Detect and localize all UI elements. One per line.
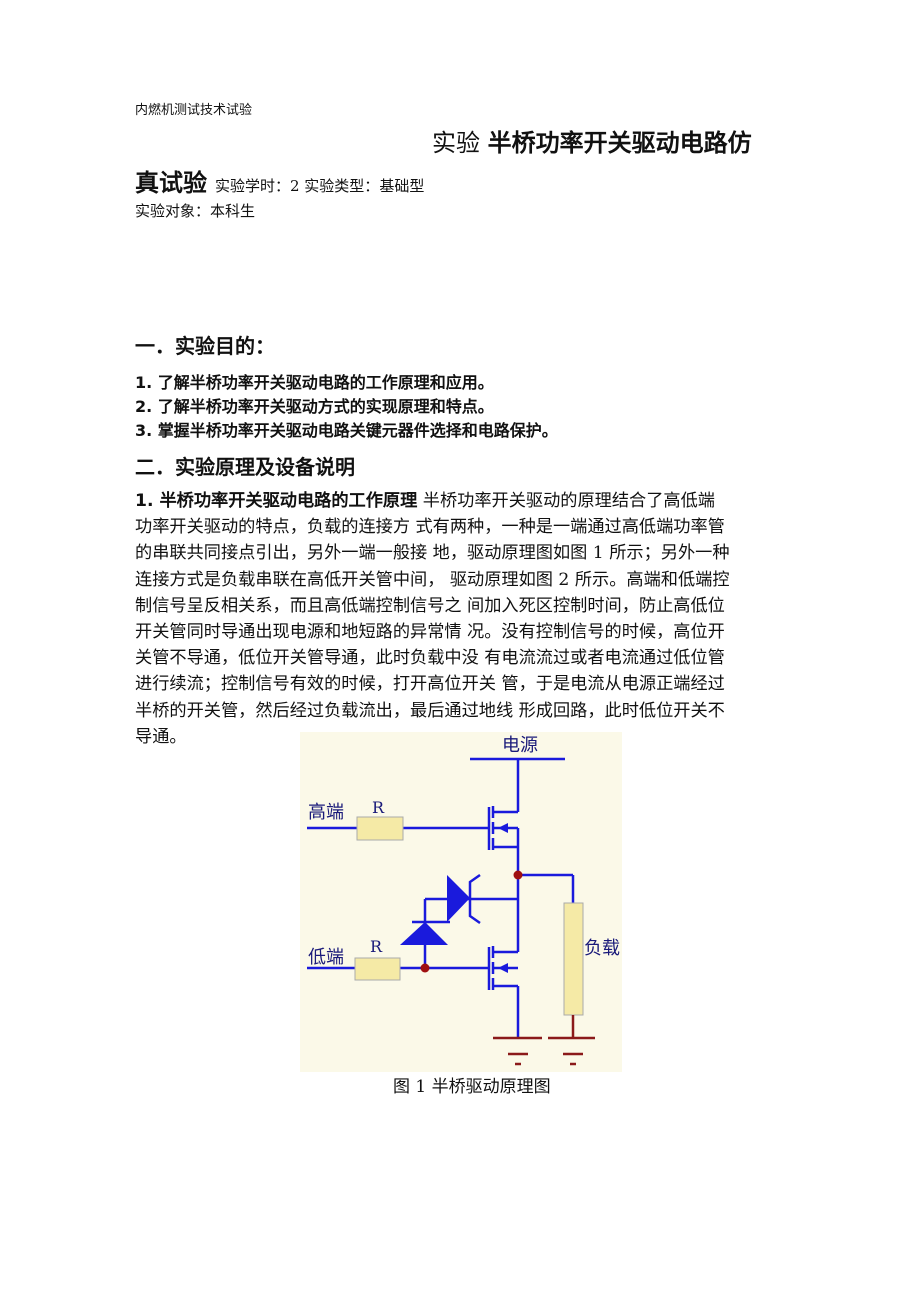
para-line: 功率开关驱动的特点，负载的连接方 式有两种，一种是一端通过高低端功率管 <box>135 517 725 538</box>
list-item: 3. 掌握半桥功率开关驱动电路关键元器件选择和电路保护。 <box>135 421 558 440</box>
low-side-label: 低端 <box>308 947 344 968</box>
half-bridge-circuit-figure: 电源 高端 R 低端 R 负载 <box>300 732 622 1072</box>
para-line: 半桥功率开关驱动的原理结合了高低端 <box>422 491 715 511</box>
title-prefix: 实验 <box>432 129 480 157</box>
junction-node <box>513 870 523 880</box>
audience: 实验对象：本科生 <box>135 202 256 220</box>
list-item: 1. 了解半桥功率开关驱动电路的工作原理和应用。 <box>135 373 494 392</box>
para-line: 关管不导通，低位开关管导通，此时负载中没 有电流流过或者电流通过低位管 <box>135 648 725 669</box>
doc-header: 内燃机测试技术试验 <box>135 103 253 118</box>
para-line: 连接方式是负载串联在高低开关管中间， 驱动原理如图 2 所示。高端和低端控 <box>135 569 730 590</box>
section1-heading: 一．实验目的： <box>135 334 275 358</box>
load-label: 负载 <box>584 938 620 959</box>
power-label: 电源 <box>502 735 538 756</box>
ground-icons <box>493 1015 595 1066</box>
diode-icons <box>400 823 508 973</box>
para-line: 进行续流；控制信号有效的时候，打开高位开关 管，于是电流从电源正端经过 <box>135 674 725 695</box>
para-line: 制信号呈反相关系，而且高低端控制信号之 间加入死区控制时间，防止高低位 <box>135 595 725 616</box>
high-mosfet-arrow <box>498 823 508 833</box>
para-line: 的串联共同接点引出，另外一端一般接 地，驱动原理图如图 1 所示；另外一种 <box>135 543 730 564</box>
high-side-label: 高端 <box>308 802 344 823</box>
title-line-1: 实验 半桥功率开关驱动电路仿 <box>432 123 752 158</box>
junction-node <box>420 963 430 973</box>
title-line-2: 真试验实验学时：2 实验类型：基础型 <box>135 163 424 198</box>
figure-caption: 图 1 半桥驱动原理图 <box>393 1077 551 1097</box>
zener-diode-icon <box>447 875 470 922</box>
high-resistor <box>356 816 404 841</box>
para-line: 导通。 <box>135 726 187 747</box>
para-line: 开关管同时导通出现电源和地短路的异常情 况。没有控制信号的时候，高位开 <box>135 622 725 643</box>
principle-paragraph: 1. 半桥功率开关驱动电路的工作原理 半桥功率开关驱动的原理结合了高低端 功率开… <box>135 488 795 750</box>
low-mosfet-arrow <box>498 963 508 973</box>
subsection-title: 1. 半桥功率开关驱动电路的工作原理 <box>135 491 418 511</box>
title-main: 半桥功率开关驱动电路仿 <box>487 129 752 157</box>
load-resistor <box>563 902 584 1016</box>
resistor-label: R <box>372 798 385 817</box>
low-resistor <box>354 957 401 981</box>
title-cont: 真试验 <box>135 169 207 197</box>
title-meta: 实验学时：2 实验类型：基础型 <box>215 177 425 195</box>
diode-icon <box>400 922 448 945</box>
list-item: 2. 了解半桥功率开关驱动方式的实现原理和特点。 <box>135 397 494 416</box>
section2-heading: 二．实验原理及设备说明 <box>135 455 355 479</box>
resistor-label: R <box>370 937 383 956</box>
para-line: 半桥的开关管，然后经过负载流出，最后通过地线 形成回路，此时低位开关不 <box>135 700 725 721</box>
